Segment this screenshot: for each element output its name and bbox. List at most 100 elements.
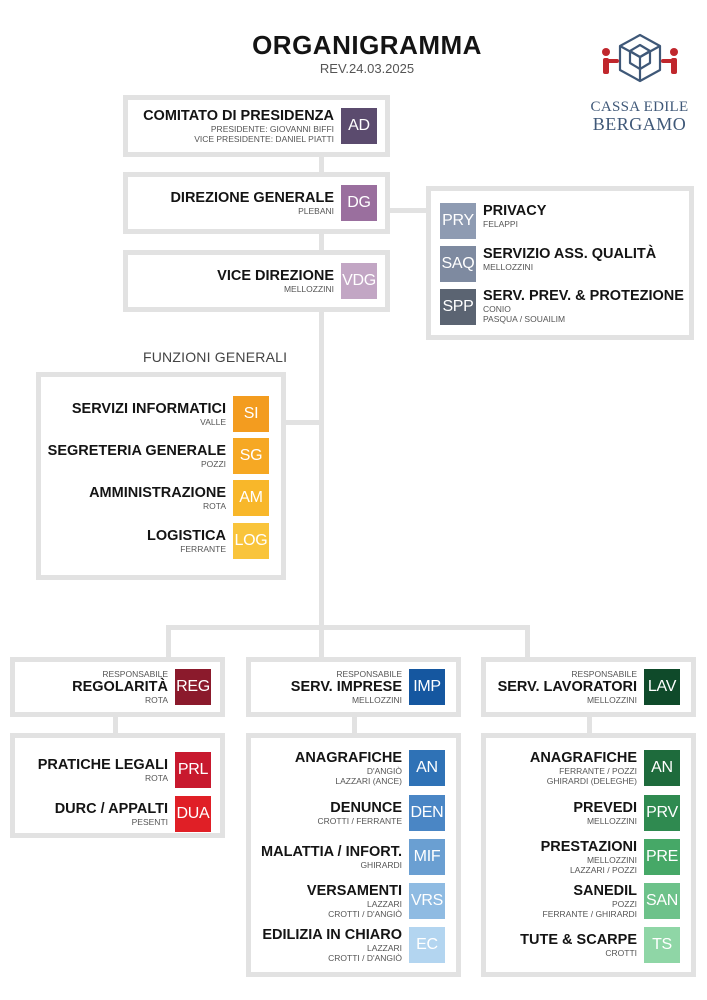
unit-person: PASQUA / SOUAILIM — [483, 313, 566, 324]
unit-pratiche-legali[interactable]: PRATICHE LEGALI ROTA — [16, 752, 168, 788]
unit-name: LOGISTICA — [147, 527, 226, 544]
unit-name: SERVIZI INFORMATICI — [71, 400, 226, 417]
unit-person: PRESIDENTE: GIOVANNI BIFFI — [210, 124, 334, 134]
cube-people-logo-icon — [602, 33, 678, 83]
badge-lav: LAV — [644, 669, 680, 705]
frame-direzione — [123, 172, 390, 234]
unit-person: VICE PRESIDENTE: DANIEL PIATTI — [194, 133, 334, 144]
badge-imp: IMP — [409, 669, 445, 705]
unit-name: DENUNCE — [330, 799, 402, 816]
unit-name: TUTE & SCARPE — [520, 931, 637, 948]
unit-name: DIREZIONE GENERALE — [170, 189, 334, 206]
unit-sanedil[interactable]: SANEDIL POZZI FERRANTE / GHIRARDI — [487, 883, 637, 919]
unit-edilizia-in-chiaro[interactable]: EDILIZIA IN CHIARO LAZZARI CROTTI / D'AN… — [252, 927, 402, 963]
unit-denunce[interactable]: DENUNCE CROTTI / FERRANTE — [252, 795, 402, 831]
badge-mif: MIF — [409, 839, 445, 875]
badge-san: SAN — [644, 883, 680, 919]
unit-person: PESENTI — [131, 816, 168, 827]
funzioni-generali-label: FUNZIONI GENERALI — [143, 349, 288, 365]
unit-name: SERV. PREV. & PROTEZIONE — [483, 288, 684, 304]
unit-versamenti[interactable]: VERSAMENTI LAZZARI CROTTI / D'ANGIÒ — [252, 883, 402, 919]
area-regolarita[interactable]: RESPONSABILE REGOLARITÀ ROTA — [16, 669, 168, 705]
unit-anagrafiche-imprese[interactable]: ANAGRAFICHE D'ANGIÒ LAZZARI (ANCE) — [252, 750, 402, 786]
badge-reg: REG — [175, 669, 211, 705]
unit-person: GHIRARDI — [360, 859, 402, 870]
badge-vdg: VDG — [341, 263, 377, 299]
unit-person: CONIO — [483, 304, 511, 314]
connector-areas-horizontal — [166, 625, 530, 630]
unit-person: POZZI — [611, 899, 637, 909]
frame-area-lavoratori — [481, 657, 696, 717]
unit-prevedi[interactable]: PREVEDI MELLOZZINI — [487, 795, 637, 831]
unit-malattia-infortuni[interactable]: MALATTIA / INFORT. GHIRARDI — [252, 839, 402, 875]
unit-person: FERRANTE / POZZI — [559, 766, 637, 776]
badge-pry: PRY — [440, 203, 476, 239]
unit-segreteria-generale[interactable]: SEGRETERIA GENERALE POZZI — [42, 438, 226, 474]
connector-sub-right — [587, 712, 592, 738]
unit-tute-scarpe[interactable]: TUTE & SCARPE CROTTI — [487, 927, 637, 963]
badge-den: DEN — [409, 795, 445, 831]
unit-name: VERSAMENTI — [306, 883, 402, 899]
badge-pre: PRE — [644, 839, 680, 875]
unit-vice-direzione[interactable]: VICE DIREZIONE MELLOZZINI — [128, 263, 334, 299]
unit-logistica[interactable]: LOGISTICA FERRANTE — [42, 523, 226, 559]
unit-person: FERRANTE / GHIRARDI — [542, 908, 637, 919]
badge-si: SI — [233, 396, 269, 432]
page-title: ORGANIGRAMMA — [252, 30, 482, 60]
connector-funzioni — [280, 420, 322, 425]
unit-comitato-presidenza[interactable]: COMITATO DI PRESIDENZA PRESIDENTE: GIOVA… — [128, 108, 334, 144]
connector-sub-middle — [352, 712, 357, 738]
frame-area-imprese — [246, 657, 461, 717]
unit-name: PREVEDI — [573, 799, 637, 816]
badge-prv: PRV — [644, 795, 680, 831]
connector-sub-left — [113, 712, 118, 738]
area-person: MELLOZZINI — [586, 694, 637, 705]
unit-name: ANAGRAFICHE — [294, 750, 402, 766]
badge-sg: SG — [233, 438, 269, 474]
unit-person: LAZZARI — [367, 943, 402, 953]
badge-ad: AD — [341, 108, 377, 144]
unit-person: PLEBANI — [298, 205, 334, 216]
unit-direzione-generale[interactable]: DIREZIONE GENERALE PLEBANI — [128, 185, 334, 221]
unit-name: PRIVACY — [483, 203, 547, 219]
unit-prestazioni[interactable]: PRESTAZIONI MELLOZZINI LAZZARI / POZZI — [487, 839, 637, 875]
connector-staff — [390, 208, 430, 213]
area-serv-lavoratori[interactable]: RESPONSABILE SERV. LAVORATORI MELLOZZINI — [487, 669, 637, 705]
area-role: RESPONSABILE — [102, 668, 168, 679]
area-person: MELLOZZINI — [351, 694, 402, 705]
area-person: ROTA — [145, 694, 168, 705]
unit-anagrafiche-lavoratori[interactable]: ANAGRAFICHE FERRANTE / POZZI GHIRARDI (D… — [487, 750, 637, 786]
unit-person: CROTTI / FERRANTE — [317, 815, 402, 826]
unit-name: PRESTAZIONI — [540, 839, 637, 855]
unit-person: FELAPPI — [483, 219, 518, 229]
unit-servizio-qualita[interactable]: SERVIZIO ASS. QUALITÀ MELLOZZINI — [483, 246, 688, 276]
unit-name: PRATICHE LEGALI — [37, 756, 168, 773]
unit-person: MELLOZZINI — [483, 262, 534, 272]
area-serv-imprese[interactable]: RESPONSABILE SERV. IMPRESE MELLOZZINI — [252, 669, 402, 705]
unit-person: FERRANTE — [180, 543, 226, 554]
unit-privacy[interactable]: PRIVACY FELAPPI — [483, 203, 688, 233]
unit-person: LAZZARI (ANCE) — [335, 775, 402, 786]
area-name: SERV. LAVORATORI — [497, 678, 637, 695]
unit-serv-prev-protezione[interactable]: SERV. PREV. & PROTEZIONE CONIO PASQUA / … — [483, 288, 688, 328]
unit-person: MELLOZZINI — [586, 855, 637, 865]
badge-dg: DG — [341, 185, 377, 221]
badge-saq: SAQ — [440, 246, 476, 282]
logo-text-line1: CASSA EDILE — [590, 99, 689, 115]
logo-text-line2: BERGAMO — [592, 114, 687, 134]
area-role: RESPONSABILE — [571, 668, 637, 679]
unit-servizi-informatici[interactable]: SERVIZI INFORMATICI VALLE — [42, 396, 226, 432]
unit-name: EDILIZIA IN CHIARO — [262, 927, 402, 943]
revision-label: REV.24.03.2025 — [319, 61, 415, 76]
badge-spp: SPP — [440, 289, 476, 325]
connector-area-middle — [319, 625, 324, 660]
area-role: RESPONSABILE — [336, 668, 402, 679]
badge-ec: EC — [409, 927, 445, 963]
unit-person: MELLOZZINI — [586, 815, 637, 826]
unit-amministrazione[interactable]: AMMINISTRAZIONE ROTA — [42, 480, 226, 516]
badge-dua: DUA — [175, 796, 211, 832]
unit-name: DURC / APPALTI — [54, 800, 168, 817]
unit-durc-appalti[interactable]: DURC / APPALTI PESENTI — [16, 796, 168, 832]
unit-person: CROTTI — [605, 947, 637, 958]
badge-log: LOG — [233, 523, 269, 559]
